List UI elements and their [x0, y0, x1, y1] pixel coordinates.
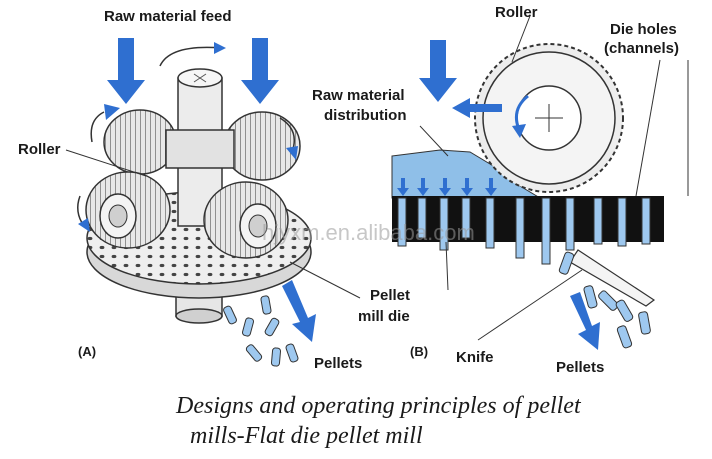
roller-front-right [203, 181, 289, 259]
distribution-arrows [397, 178, 497, 196]
pellets-arrow-a [282, 280, 316, 342]
die-holes-label-line2: (channels) [604, 40, 679, 57]
pellets-label-b: Pellets [556, 359, 604, 376]
distribution-label-line1: Raw material [312, 87, 405, 104]
distribution-label-line2: distribution [324, 107, 407, 124]
pellets-arrow-b [570, 292, 600, 350]
die-channels [397, 197, 651, 265]
die-label-line1: Pellet [370, 287, 410, 304]
caption-line2: mills-Flat die pellet mill [190, 423, 423, 449]
panel-a-flat-die-mill: Raw material feed Roller (A) Pellets [18, 8, 362, 372]
panel-b-cross-section: Roller Die holes (channels) Raw material… [312, 4, 689, 376]
caption-line1: Designs and operating principles of pell… [175, 393, 582, 419]
roller-back-left [103, 109, 177, 175]
distribution-arrow [452, 98, 502, 118]
roller-gear [474, 43, 624, 193]
feed-arrow-b [419, 40, 457, 102]
panel-a-label: (A) [78, 344, 96, 359]
rotation-arrow-left [90, 111, 105, 143]
die-holes-label-line1: Die holes [610, 21, 677, 38]
knife-label: Knife [456, 349, 494, 366]
pellets-pile-b [558, 251, 651, 349]
mill-bottom-shaft-end [175, 308, 223, 324]
roller-front-left [85, 171, 171, 249]
panel-b-label: (B) [410, 344, 428, 359]
rotation-arrow-top [159, 46, 223, 67]
feed-label: Raw material feed [104, 8, 232, 25]
roller-label-a: Roller [18, 141, 61, 158]
roller-back-right [223, 111, 301, 181]
feed-arrow-right [241, 38, 279, 104]
pellets-pile-a [223, 295, 299, 367]
watermark: hjyxm.en.alibaba.com [262, 220, 475, 245]
die-label-line2: mill die [358, 308, 410, 325]
pellets-label-a: Pellets [314, 355, 362, 372]
roller-label-b: Roller [495, 4, 538, 21]
feed-arrow-left [107, 38, 145, 104]
